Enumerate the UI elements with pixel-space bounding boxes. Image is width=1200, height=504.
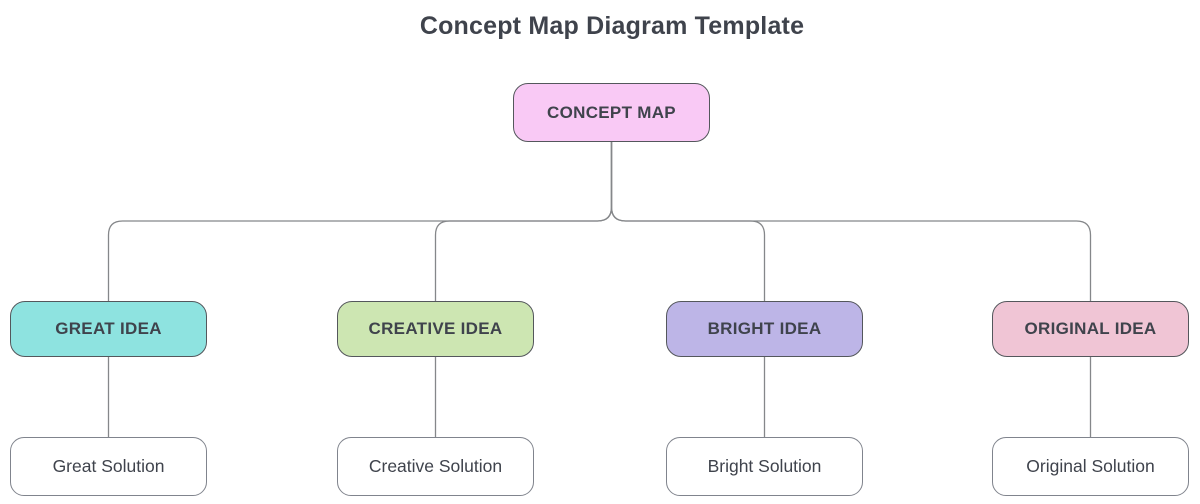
leaf-node-bright-solution: Bright Solution [666, 437, 863, 496]
branch-node-label: CREATIVE IDEA [368, 319, 503, 338]
root-node-concept-map: CONCEPT MAP [513, 83, 710, 142]
leaf-node-creative-solution: Creative Solution [337, 437, 534, 496]
branch-node-bright-idea: BRIGHT IDEA [666, 301, 863, 357]
branch-node-label: GREAT IDEA [55, 319, 162, 338]
branch-node-original-idea: ORIGINAL IDEA [992, 301, 1189, 357]
leaf-node-label: Great Solution [52, 456, 165, 476]
connector-root-to-original-idea [610, 142, 1092, 301]
leaf-node-label: Original Solution [1026, 456, 1155, 476]
leaf-node-original-solution: Original Solution [992, 437, 1189, 496]
root-node-label: CONCEPT MAP [547, 102, 676, 122]
leaf-node-label: Bright Solution [707, 456, 822, 476]
leaf-node-label: Creative Solution [368, 456, 503, 476]
branch-node-label: ORIGINAL IDEA [1024, 319, 1157, 338]
branch-node-label: BRIGHT IDEA [707, 319, 822, 338]
connector-root-to-creative-idea [434, 142, 613, 301]
page-title: Concept Map Diagram Template [419, 12, 805, 40]
branch-node-creative-idea: CREATIVE IDEA [337, 301, 534, 357]
branch-node-great-idea: GREAT IDEA [10, 301, 207, 357]
leaf-node-great-solution: Great Solution [10, 437, 207, 496]
